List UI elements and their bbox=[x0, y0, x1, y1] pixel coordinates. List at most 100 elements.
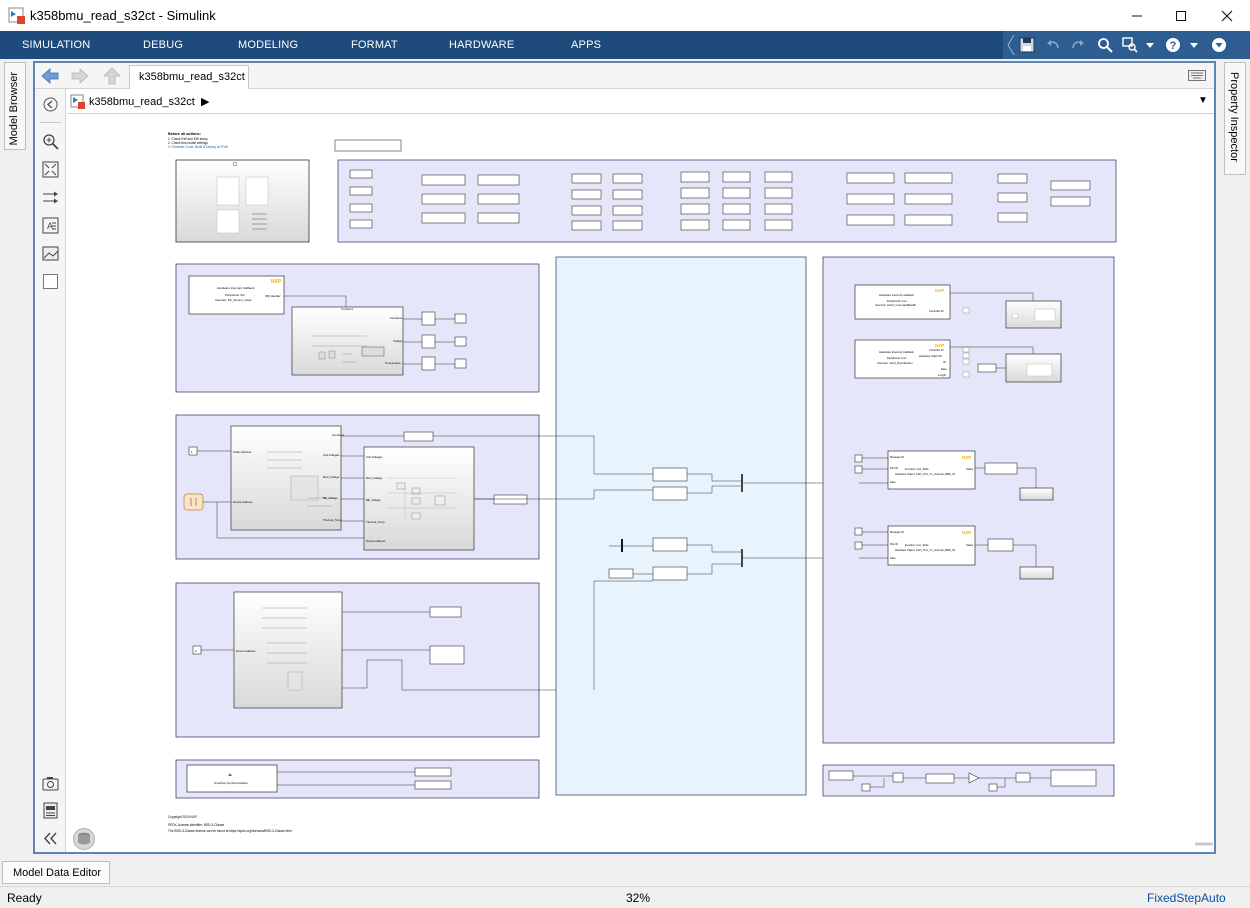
up-arrow-icon bbox=[103, 67, 121, 85]
device-address-port: Device Address bbox=[233, 500, 253, 504]
spi-irq-callback-block[interactable] bbox=[188, 275, 285, 315]
function-call-block[interactable] bbox=[183, 493, 204, 511]
close-button[interactable] bbox=[1204, 0, 1250, 31]
can-interrupt-label-1: Interrupt: Can0_CommandBus0F bbox=[875, 303, 916, 307]
temp-outport-2[interactable] bbox=[429, 645, 465, 665]
voltage-outport[interactable] bbox=[493, 494, 528, 505]
can-write-block-1[interactable] bbox=[887, 450, 976, 490]
const-1-label: 1 bbox=[191, 450, 193, 454]
spi-functions-subsystem[interactable] bbox=[291, 306, 404, 376]
tx1-status-port: Status bbox=[966, 467, 974, 471]
minimize-button[interactable] bbox=[1114, 0, 1160, 31]
address-bar: k358bmu_read_s32ct ▶ ▼ bbox=[67, 90, 1214, 114]
cell-monitor-subsystem[interactable] bbox=[230, 425, 342, 531]
save-button[interactable] bbox=[1018, 36, 1036, 54]
tab-hardware[interactable]: HARDWARE bbox=[449, 39, 515, 51]
up-button[interactable] bbox=[101, 66, 123, 86]
undo-button[interactable] bbox=[1044, 36, 1062, 54]
notes-title: Before all actions: bbox=[168, 132, 201, 136]
temp-device-address-port: Device Address bbox=[236, 649, 256, 653]
overflow-outport-1[interactable] bbox=[414, 767, 452, 777]
can-area[interactable] bbox=[822, 256, 1115, 744]
can-periph-label-2: Peripheral: Can bbox=[887, 356, 907, 360]
collapse-ribbon-button[interactable] bbox=[1210, 36, 1228, 54]
model-browser-tab[interactable]: Model Browser bbox=[4, 62, 26, 150]
can2-data-port: Data bbox=[941, 367, 947, 371]
dropdown-icon bbox=[1146, 43, 1154, 48]
can-irq-label-1: Hardware Interrupt Callback bbox=[879, 293, 914, 297]
notes-line-3[interactable]: 3. Generate Code, Build & Deploy on EVB bbox=[168, 145, 228, 149]
back-button[interactable] bbox=[39, 66, 61, 86]
hide-show-explorer-icon[interactable] bbox=[42, 96, 59, 113]
can-irq-callback-1[interactable] bbox=[854, 284, 951, 320]
tx2-status-port: Status bbox=[966, 543, 974, 547]
window-title: k358bmu_read_s32ct - Simulink bbox=[30, 8, 216, 23]
temperature-area[interactable] bbox=[175, 582, 540, 738]
tab-apps[interactable]: APPS bbox=[571, 39, 602, 51]
redo-icon bbox=[1072, 40, 1084, 49]
tab-modeling[interactable]: MODELING bbox=[238, 39, 299, 51]
maximize-button[interactable] bbox=[1158, 0, 1204, 31]
back-arrow-icon bbox=[41, 68, 59, 84]
help-button[interactable]: ? bbox=[1164, 36, 1182, 54]
title-bar: k358bmu_read_s32ct - Simulink bbox=[0, 0, 1250, 31]
forward-button[interactable] bbox=[69, 66, 91, 86]
model-data-editor-tab[interactable]: Model Data Editor bbox=[2, 861, 110, 884]
solver-link[interactable]: FixedStepAuto bbox=[1147, 891, 1226, 905]
can-write-block-2[interactable] bbox=[887, 525, 976, 566]
copyright-line-3: The BSD-3-Clause license can be found at… bbox=[168, 829, 292, 833]
route-lines-icon[interactable] bbox=[42, 189, 59, 206]
toolbar-grip-icon bbox=[1007, 34, 1015, 56]
property-inspector-tab[interactable]: Property Inspector bbox=[1224, 62, 1246, 175]
address-dropdown-icon[interactable]: ▼ bbox=[1198, 95, 1208, 106]
area-icon[interactable] bbox=[42, 273, 59, 290]
temp-outport-1[interactable] bbox=[429, 606, 462, 618]
cell-voltages-port: Cell Voltages bbox=[323, 453, 340, 457]
status-text: Ready bbox=[7, 891, 42, 905]
breadcrumb[interactable]: k358bmu_read_s32ct bbox=[89, 96, 195, 108]
camera-icon[interactable] bbox=[42, 775, 59, 792]
can-irq-callback-2[interactable] bbox=[854, 339, 951, 379]
search-button[interactable] bbox=[1096, 36, 1114, 54]
cell-chain-area[interactable] bbox=[175, 414, 540, 560]
data-bus-area[interactable] bbox=[555, 256, 807, 796]
breadcrumb-arrow-icon[interactable]: ▶ bbox=[201, 96, 210, 108]
can1-controller-id-port: Controller ID bbox=[929, 309, 944, 313]
model-canvas[interactable]: Before all actions: 1. Check KW and EW s… bbox=[67, 118, 1213, 850]
tx1-message-id-port: Message ID bbox=[890, 455, 904, 459]
tab-simulation[interactable]: SIMULATION bbox=[22, 39, 91, 51]
collapse-palette-icon[interactable] bbox=[42, 830, 59, 847]
find-model-icon bbox=[1122, 37, 1138, 53]
image-icon[interactable] bbox=[42, 245, 59, 262]
vp-thermal-temp-port: Thermal_Temp bbox=[366, 520, 385, 524]
fit-to-view-icon[interactable] bbox=[42, 161, 59, 178]
tx1-function-label: Function: Can_Write bbox=[905, 467, 929, 471]
model-browser-label: Model Browser bbox=[8, 72, 20, 146]
annotation-icon[interactable]: A bbox=[42, 217, 59, 234]
can2-length-port: Length bbox=[938, 373, 946, 377]
search-icon bbox=[1098, 38, 1113, 53]
board-image-block[interactable] bbox=[175, 159, 310, 243]
find-dropdown-button[interactable] bbox=[1141, 36, 1159, 54]
redo-button[interactable] bbox=[1069, 36, 1087, 54]
tab-format[interactable]: FORMAT bbox=[351, 39, 398, 51]
zoom-icon[interactable] bbox=[42, 133, 59, 150]
tab-debug[interactable]: DEBUG bbox=[143, 39, 184, 51]
help-dropdown-button[interactable] bbox=[1185, 36, 1203, 54]
overflow-outport-2[interactable] bbox=[414, 780, 452, 790]
overflow-sync-block[interactable] bbox=[186, 764, 278, 793]
notes-line-2: 2. Check this model settings bbox=[168, 141, 208, 145]
model-workspace-icon[interactable] bbox=[73, 828, 95, 850]
model-data-icon[interactable] bbox=[42, 802, 59, 819]
copyright-line-2: SPDX-License-Identifier: BSD-3-Clause bbox=[168, 823, 224, 827]
maximize-icon bbox=[1176, 10, 1186, 21]
help-icon: ? bbox=[1166, 38, 1180, 52]
chain-functions-outport[interactable] bbox=[403, 431, 434, 442]
config-blocks[interactable] bbox=[349, 169, 1091, 231]
header-label-box[interactable] bbox=[334, 139, 402, 152]
keyboard-icon[interactable] bbox=[1188, 69, 1206, 82]
find-model-button[interactable] bbox=[1121, 36, 1139, 54]
model-tab[interactable]: k358bmu_read_s32ct bbox=[129, 65, 249, 89]
can2-controller-id-port: Controller ID bbox=[929, 348, 944, 352]
vp-blk-voltage-port: Blk_Voltage bbox=[366, 498, 381, 502]
